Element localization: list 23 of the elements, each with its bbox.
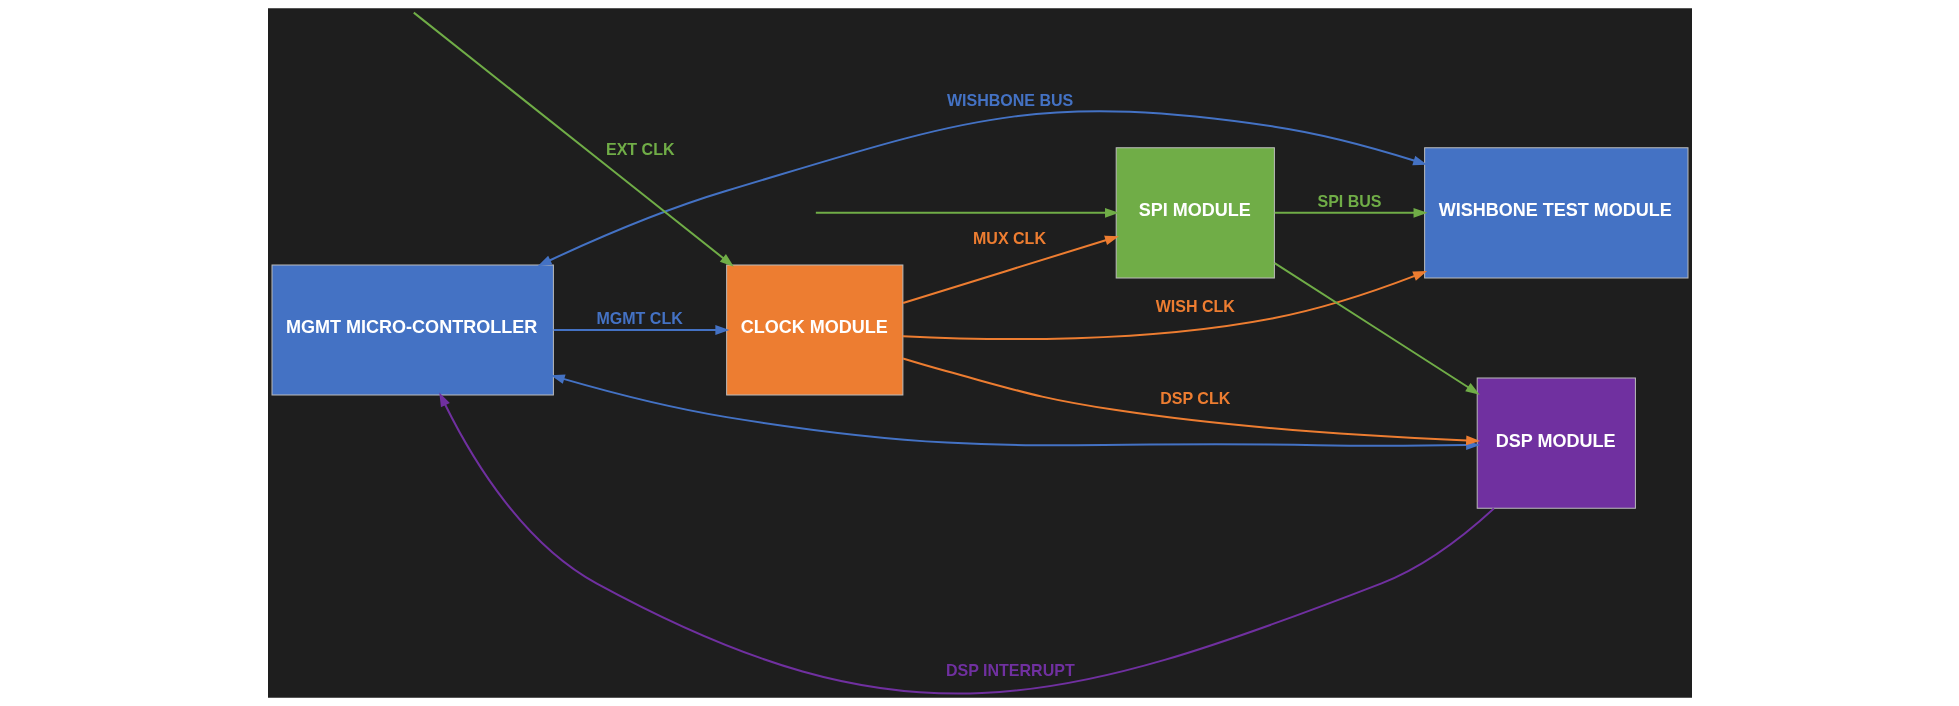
arrow xyxy=(1273,207,1428,218)
arrow xyxy=(1273,262,1480,395)
edge-label: MUX CLK xyxy=(972,228,1046,247)
edge-label: WISHBONE BUS xyxy=(946,91,1073,110)
edge-label: DSP INTERRUPT xyxy=(945,661,1075,680)
node-box: MGMT MICRO-CONTROLLER xyxy=(271,264,554,396)
node-box: SPI MODULE xyxy=(1115,147,1275,279)
node-box: CLOCK MODULE xyxy=(725,264,903,396)
arrow xyxy=(438,392,1495,695)
edge-label: WISH CLK xyxy=(1155,296,1235,315)
arrow xyxy=(412,11,734,267)
arrow xyxy=(901,235,1119,304)
arrow xyxy=(537,110,1427,267)
edge-label: EXT CLK xyxy=(605,139,674,158)
node-box: WISHBONE TEST MODULE xyxy=(1423,147,1688,279)
node-box: DSP MODULE xyxy=(1476,377,1636,509)
arrow xyxy=(552,325,729,335)
edge-label: DSP CLK xyxy=(1159,388,1230,407)
edge-label: MGMT CLK xyxy=(595,308,683,327)
arrow xyxy=(901,357,1480,446)
edge-label: SPI BUS xyxy=(1316,191,1382,210)
arrow xyxy=(814,207,1119,218)
arrow xyxy=(901,271,1427,341)
